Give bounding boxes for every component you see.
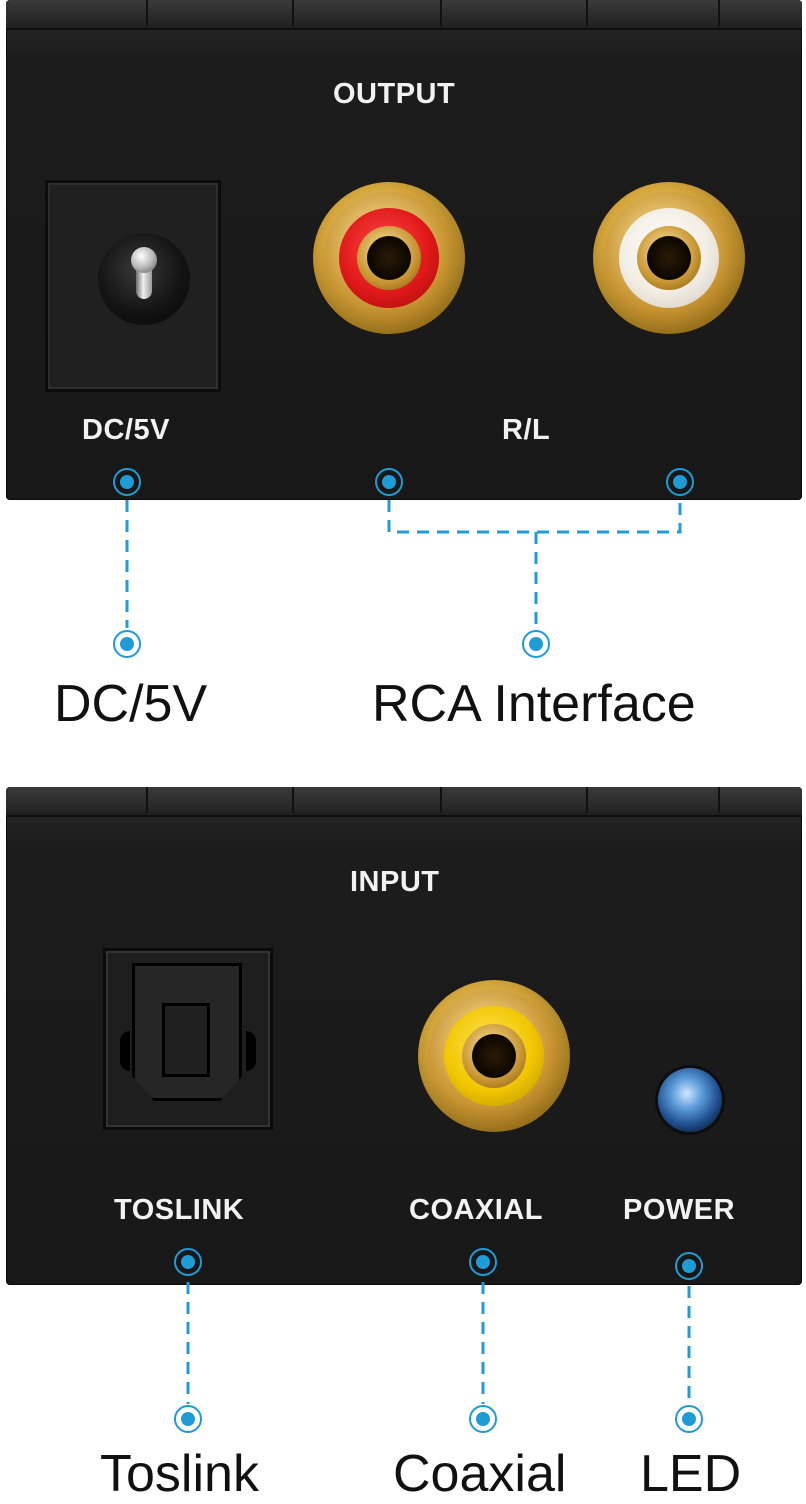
toslink-callout-dot xyxy=(174,1405,202,1433)
dc-marker-dot xyxy=(113,468,141,496)
coaxial-jack[interactable] xyxy=(418,980,570,1132)
panel-rim xyxy=(6,0,802,30)
rca-bracket-line xyxy=(387,500,682,534)
coaxial-label: COAXIAL xyxy=(409,1194,543,1226)
dc-callout-label: DC/5V xyxy=(54,675,208,733)
dc-power-jack[interactable] xyxy=(45,180,221,392)
dc-jack-socket xyxy=(98,233,190,325)
panel-rim xyxy=(6,787,802,817)
led-marker-dot xyxy=(675,1252,703,1280)
toslink-port[interactable] xyxy=(103,948,273,1130)
rca-left-jack[interactable] xyxy=(593,182,745,334)
rca-right-jack[interactable] xyxy=(313,182,465,334)
led-callout-label: LED xyxy=(640,1445,742,1503)
toslink-shutter xyxy=(162,1003,210,1077)
dc-label: DC/5V xyxy=(82,414,170,446)
toslink-label: TOSLINK xyxy=(114,1194,245,1226)
power-label: POWER xyxy=(623,1194,736,1226)
input-title: INPUT xyxy=(350,866,440,898)
rca-label: R/L xyxy=(502,414,551,446)
toslink-callout-label: Toslink xyxy=(100,1445,259,1503)
led-callout-dot xyxy=(675,1405,703,1433)
toslink-marker-dot xyxy=(174,1248,202,1276)
rca-callout-label: RCA Interface xyxy=(372,675,696,733)
coaxial-marker-dot xyxy=(469,1248,497,1276)
power-led xyxy=(658,1068,722,1132)
dc-callout-dot xyxy=(113,630,141,658)
rca-right-marker-dot xyxy=(375,468,403,496)
coaxial-callout-dot xyxy=(469,1405,497,1433)
rca-left-marker-dot xyxy=(666,468,694,496)
rca-callout-dot xyxy=(522,630,550,658)
output-title: OUTPUT xyxy=(333,78,456,110)
coaxial-callout-label: Coaxial xyxy=(393,1445,567,1503)
